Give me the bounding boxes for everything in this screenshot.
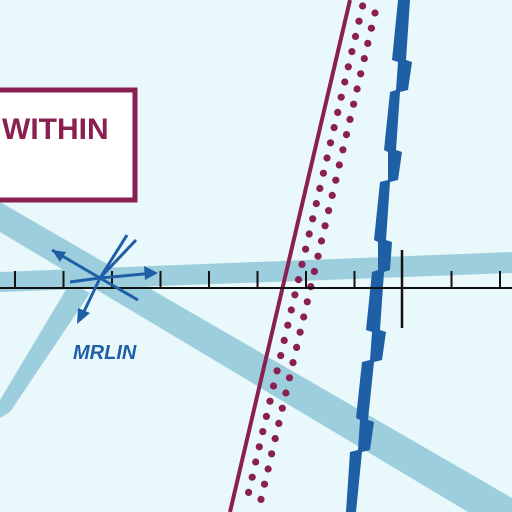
boundary-dot: [337, 93, 345, 101]
boundary-dot: [285, 374, 294, 382]
boundary-dot: [371, 9, 379, 17]
boundary-dot: [309, 215, 317, 223]
callout-box: WITHIN: [0, 87, 138, 203]
boundary-dot: [259, 428, 267, 436]
maroon-boundary: [228, 0, 379, 512]
airway-diagonal-down: [0, 202, 512, 512]
boundary-dot: [278, 404, 286, 412]
boundary-dot: [326, 139, 335, 147]
boundary-dot: [348, 48, 356, 56]
boundary-dot: [351, 32, 360, 41]
scale-line: [0, 250, 512, 328]
callout-text: WITHIN: [2, 113, 109, 146]
boundary-dot: [287, 306, 295, 314]
boundary-dot: [323, 154, 331, 162]
boundary-dot: [364, 39, 372, 48]
airway-diagonal-lower-left: [0, 283, 90, 418]
boundary-dot: [317, 237, 326, 245]
boundary-dot: [346, 115, 354, 123]
boundary-dot: [307, 283, 315, 291]
boundary-dot: [321, 222, 329, 230]
fix-label-mrlin: MRLIN: [73, 342, 137, 364]
boundary-dot: [268, 450, 276, 458]
boundary-dot: [341, 78, 349, 86]
boundary-dot: [269, 382, 278, 390]
boundary-dot: [264, 465, 272, 473]
boundary-dot: [282, 389, 290, 397]
boundary-dot: [275, 419, 283, 427]
boundary-dot: [316, 184, 324, 192]
maroon-boundary-line: [228, 0, 352, 512]
boundary-dot: [357, 70, 365, 78]
boundary-dot: [280, 336, 288, 344]
boundary-dot: [342, 131, 351, 139]
boundary-dot: [335, 161, 343, 169]
boundary-dot: [248, 473, 256, 481]
blue-boundary: [346, 0, 412, 512]
boundary-dot: [273, 367, 281, 375]
boundary-dot: [262, 412, 270, 420]
boundary-dot: [302, 245, 310, 253]
boundary-dot: [328, 191, 336, 199]
boundary-dot: [360, 55, 368, 63]
boundary-dot: [355, 17, 363, 25]
boundary-dot: [359, 2, 367, 10]
boundary-dot: [325, 207, 333, 215]
boundary-dot: [252, 458, 260, 466]
boundary-dot: [260, 480, 269, 488]
boundary-dot: [300, 313, 308, 321]
boundary-dot: [353, 85, 361, 93]
boundary-dot: [294, 276, 303, 284]
boundary-dot: [334, 108, 342, 116]
boundary-dot: [296, 328, 304, 336]
boundary-dot: [305, 230, 313, 238]
boundary-dot: [266, 397, 274, 405]
boundary-dot: [312, 200, 320, 208]
boundary-dot: [255, 443, 263, 451]
boundary-dot: [319, 169, 327, 177]
boundary-dot: [257, 495, 265, 503]
boundary-dot: [284, 321, 292, 329]
boundary-dot: [367, 24, 375, 32]
intersection-fix-arrows-icon: [51, 234, 158, 324]
scale-ticks: [14, 271, 501, 288]
boundary-dot: [289, 359, 297, 367]
boundary-dot: [298, 260, 306, 268]
boundary-dot: [291, 291, 299, 299]
blue-boundary-band: [346, 0, 412, 512]
boundary-dot: [303, 298, 311, 306]
boundary-dot: [330, 124, 338, 132]
boundary-dot: [332, 176, 340, 184]
boundary-dot: [271, 435, 279, 443]
boundary-dot: [245, 488, 253, 496]
boundary-dot: [350, 100, 358, 108]
maroon-boundary-dots: [245, 2, 379, 503]
callout-frame: [0, 87, 138, 203]
boundary-dot: [310, 267, 318, 275]
boundary-dot: [314, 252, 322, 260]
boundary-dot: [293, 343, 301, 351]
boundary-dot: [277, 352, 285, 360]
boundary-dot: [339, 146, 347, 154]
boundary-dot: [344, 63, 352, 71]
